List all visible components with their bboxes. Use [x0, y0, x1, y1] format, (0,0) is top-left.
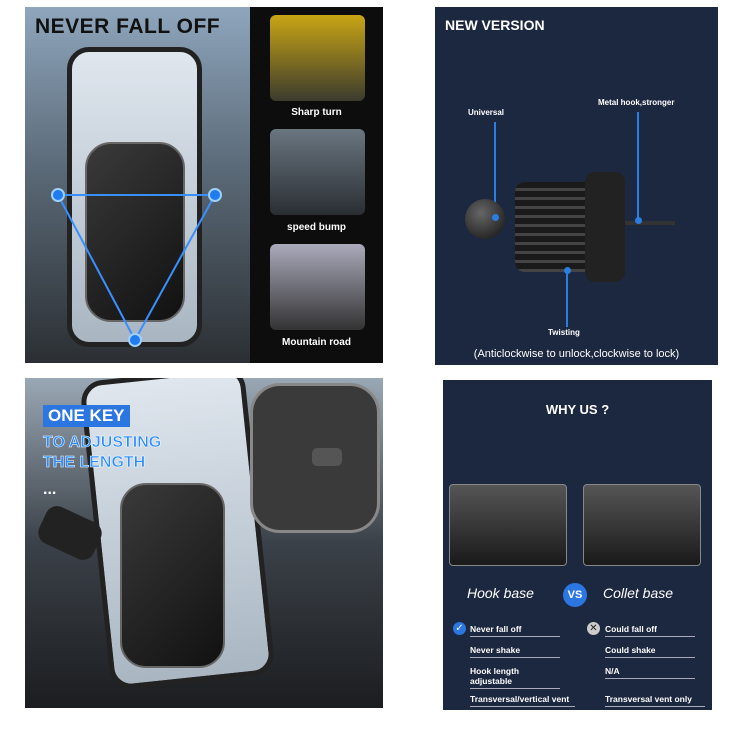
callout-line	[494, 122, 496, 217]
callout-dot	[635, 217, 642, 224]
grip-point-icon	[128, 333, 142, 347]
scenario-label: speed bump	[287, 222, 346, 233]
ball-joint-image	[465, 199, 505, 239]
vs-badge: VS	[563, 583, 587, 607]
metal-hook-image	[625, 221, 675, 225]
hook-feature: Never fall off	[470, 624, 560, 637]
hook-base-title: Hook base	[467, 585, 534, 601]
check-icon: ✓	[453, 622, 466, 635]
one-key-panel: ONE KEY TO ADJUSTING THE LENGTH ...	[25, 378, 383, 708]
mountain-road-image	[270, 244, 365, 330]
panel-title: NEW VERSION	[445, 17, 545, 33]
cross-icon: ✕	[587, 622, 600, 635]
callout-dot	[564, 267, 571, 274]
adjust-text: THE LENGTH	[43, 454, 146, 472]
hook-feature: Hook length adjustable	[470, 666, 560, 689]
sharp-turn-image	[270, 15, 365, 101]
callout-line	[637, 112, 639, 222]
clip-base-image	[585, 172, 625, 282]
lock-note: (Anticlockwise to unlock,clockwise to lo…	[473, 348, 680, 360]
dots: ...	[43, 481, 57, 498]
collet-base-image	[583, 484, 701, 566]
panel-title: NEVER FALL OFF	[35, 15, 221, 38]
new-version-panel: NEW VERSION Universal Metal hook,stronge…	[435, 7, 718, 365]
hook-feature: Transversal/vertical vent	[470, 694, 575, 707]
adjust-button-image	[312, 448, 342, 466]
holder-cradle	[120, 483, 225, 668]
scenario-label: Mountain road	[282, 337, 351, 348]
callout-line	[566, 272, 568, 327]
why-us-panel: WHY US ? Hook base VS Collet base ✓ ✕ Ne…	[443, 380, 712, 710]
collet-feature: N/A	[605, 666, 695, 679]
collet-base-title: Collet base	[603, 585, 674, 601]
hook-label: Metal hook,stronger	[598, 98, 675, 107]
scenario-list: Sharp turn speed bump Mountain road	[250, 7, 383, 363]
triangle-lines	[56, 194, 217, 343]
hook-feature: Never shake	[470, 645, 560, 658]
collet-feature: Could fall off	[605, 624, 695, 637]
twisting-label: Twisting	[548, 328, 580, 337]
grip-point-icon	[51, 188, 65, 202]
adjust-text: TO ADJUSTING	[43, 434, 162, 452]
panel-title: WHY US ?	[545, 402, 610, 417]
universal-label: Universal	[468, 108, 505, 117]
never-fall-off-panel: NEVER FALL OFF Sharp turn speed bump Mou…	[25, 7, 383, 363]
callout-dot	[492, 214, 499, 221]
holder-image: NEVER FALL OFF	[25, 7, 250, 363]
collet-feature: Transversal vent only	[605, 694, 705, 707]
speed-bump-image	[270, 129, 365, 215]
one-key-heading: ONE KEY	[43, 405, 130, 427]
holder-cradle	[85, 142, 185, 322]
collet-feature: Could shake	[605, 645, 695, 658]
scenario-label: Sharp turn	[291, 107, 342, 118]
grip-point-icon	[208, 188, 222, 202]
hook-base-image	[449, 484, 567, 566]
